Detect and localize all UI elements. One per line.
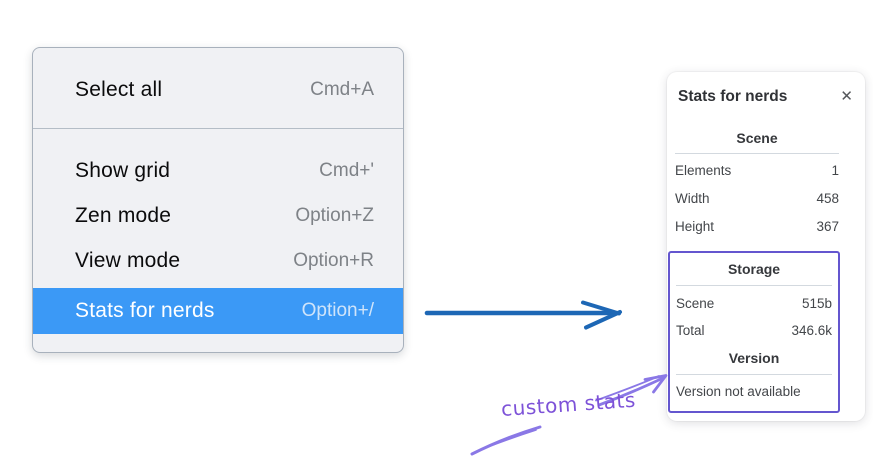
menu-item-show-grid[interactable]: Show grid Cmd+' bbox=[33, 148, 403, 193]
menu-divider bbox=[33, 128, 403, 129]
close-icon[interactable]: ✕ bbox=[840, 88, 853, 105]
menu-item-select-all[interactable]: Select all Cmd+A bbox=[33, 67, 403, 112]
storage-section-header: Storage bbox=[727, 261, 781, 277]
menu-item-view-mode[interactable]: View mode Option+R bbox=[33, 238, 403, 283]
menu-item-shortcut: Option+R bbox=[293, 249, 374, 271]
menu-item-shortcut: Cmd+A bbox=[310, 78, 374, 100]
version-note: Version not available bbox=[676, 384, 801, 399]
menu-item-label: Stats for nerds bbox=[75, 299, 215, 322]
stat-row-total: Total 346.6k bbox=[676, 317, 832, 344]
annotation-tail-stroke[interactable] bbox=[470, 425, 542, 456]
custom-stats-highlight-box[interactable]: Storage Scene 515b Total 346.6k Version … bbox=[668, 251, 840, 413]
menu-item-label: View mode bbox=[75, 248, 181, 272]
version-section-header: Version bbox=[728, 350, 780, 366]
storage-rows: Scene 515b Total 346.6k bbox=[676, 286, 832, 344]
annotation-label[interactable]: custom stats bbox=[500, 387, 637, 422]
section-divider bbox=[675, 153, 839, 154]
scene-section-header: Scene bbox=[736, 130, 778, 146]
stat-label: Scene bbox=[676, 296, 715, 311]
stat-label: Height bbox=[675, 219, 715, 234]
stats-panel: Stats for nerds ✕ Scene Elements 1 Width… bbox=[667, 72, 865, 421]
stat-row-height: Height 367 bbox=[675, 213, 839, 241]
stat-row-width: Width 458 bbox=[675, 185, 839, 213]
menu-item-shortcut: Option+/ bbox=[301, 300, 374, 321]
menu-item-shortcut: Option+Z bbox=[295, 204, 374, 226]
stats-panel-title: Stats for nerds bbox=[678, 88, 788, 105]
menu-item-label: Select all bbox=[75, 77, 163, 101]
section-divider bbox=[676, 374, 832, 375]
section-divider bbox=[676, 285, 832, 286]
menu-section-top: Select all Cmd+A bbox=[33, 48, 403, 128]
context-menu: Select all Cmd+A Show grid Cmd+' Zen mod… bbox=[32, 47, 404, 353]
stat-value: 515b bbox=[801, 296, 832, 311]
stat-row-elements: Elements 1 bbox=[675, 157, 839, 185]
scene-rows: Elements 1 Width 458 Height 367 bbox=[675, 154, 839, 241]
stat-label: Elements bbox=[675, 163, 732, 178]
menu-item-label: Show grid bbox=[75, 158, 171, 182]
stat-value: 367 bbox=[816, 219, 839, 234]
menu-item-shortcut: Cmd+' bbox=[319, 159, 374, 181]
stat-label: Total bbox=[676, 323, 705, 338]
stats-panel-header: Stats for nerds ✕ bbox=[678, 84, 853, 110]
menu-item-stats-for-nerds[interactable]: Stats for nerds Option+/ bbox=[33, 288, 403, 334]
stat-value: 1 bbox=[831, 163, 839, 178]
menu-item-label: Zen mode bbox=[75, 203, 172, 227]
menu-item-zen-mode[interactable]: Zen mode Option+Z bbox=[33, 193, 403, 238]
stat-row-scene: Scene 515b bbox=[676, 290, 832, 317]
stat-value: 458 bbox=[816, 191, 839, 206]
stat-label: Width bbox=[675, 191, 710, 206]
menu-section-bottom: Show grid Cmd+' Zen mode Option+Z View m… bbox=[33, 129, 403, 334]
menu-to-panel-arrow[interactable] bbox=[424, 300, 622, 330]
stat-value: 346.6k bbox=[791, 323, 832, 338]
